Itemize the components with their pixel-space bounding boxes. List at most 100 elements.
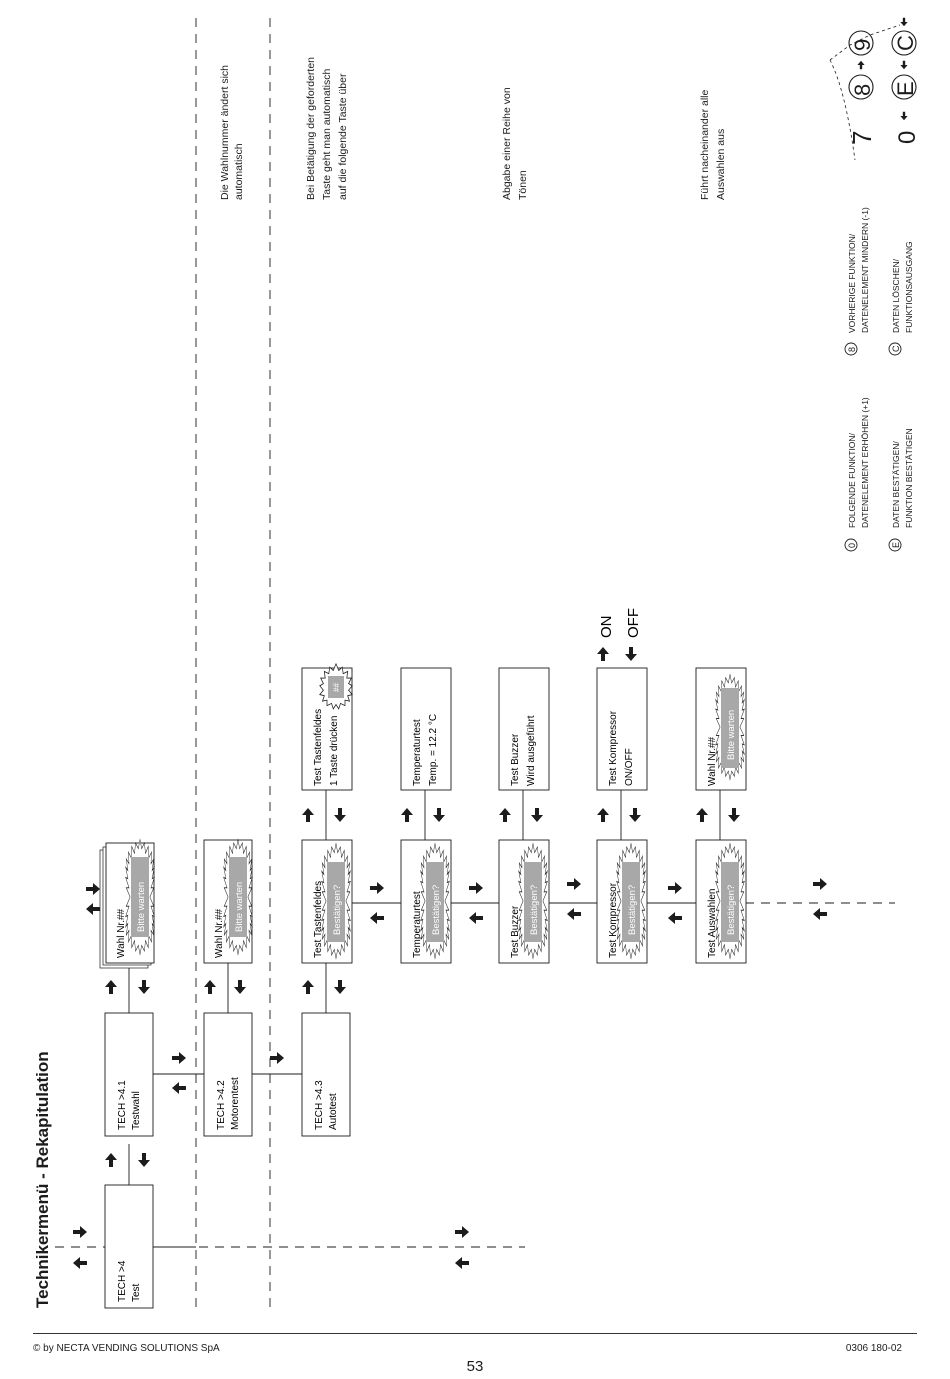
node-buzzer-running-line2: Wird ausgeführt: [526, 715, 537, 786]
node-temp-value-line2: Temp. = 12.2 °C: [428, 714, 439, 786]
arrow-down-icon: [900, 60, 908, 70]
node-test-buzzer-confirm: Bestätigen?: [529, 885, 540, 935]
arrow-down-icon: [531, 808, 543, 822]
arrow-up-icon: [857, 60, 865, 70]
legend-key-C: C: [891, 345, 901, 352]
note-wahlnummer-line2: automatisch: [233, 143, 245, 200]
node-auswahlen-wahl-bitte: Bitte warten: [726, 710, 737, 760]
arrow-left-icon: [469, 912, 483, 924]
legend-key-0: 0: [847, 543, 857, 548]
node-test-tastenfeldes-confirm: Bestätigen?: [332, 885, 343, 935]
node-test-auswahlen-label: Test Auswahlen: [707, 889, 718, 959]
node-wahl-motor-bitte: Bitte warten: [234, 882, 245, 932]
arrow-left-icon: [567, 908, 581, 920]
arrow-left-icon: [86, 903, 100, 915]
arrow-right-icon: [567, 878, 581, 890]
arrow-down-icon: [138, 1153, 150, 1167]
node-tech43-line1: TECH >4.3: [314, 1080, 325, 1130]
legend-folgende-line1: FOLGENDE FUNKTION/: [847, 432, 857, 528]
note-taste-line1: Bei Betätigung der geforderten: [305, 57, 317, 200]
node-tech4: TECH >4 Test: [104, 1184, 154, 1309]
node-test-auswahlen-confirm: Bestätigen?: [726, 885, 737, 935]
arrow-down-icon: [728, 808, 740, 822]
page-number: 53: [466, 1358, 484, 1375]
legend-vorherige-line2: DATENELEMENT MINDERN (-1): [860, 207, 870, 333]
keypad-key-C: C: [893, 35, 918, 51]
node-test-buzzer: Test Buzzer Bestätigen?: [498, 839, 550, 964]
node-test-tastenfeldes: Test Tastenfeldes Bestätigen?: [301, 839, 353, 964]
arrow-down-icon: [900, 17, 908, 27]
note-wahlnummer-line1: Die Wahlnummer ändert sich: [219, 65, 231, 200]
node-tech41-line1: TECH >4.1: [117, 1080, 128, 1130]
node-kompressor-onoff-line2: ON/OFF: [624, 748, 635, 786]
node-temperaturtest-confirm: Bestätigen?: [431, 885, 442, 935]
node-wahl-motor-label: Wahl Nr.##: [214, 908, 225, 958]
arrow-right-icon: [86, 883, 100, 895]
node-buzzer-running: Test Buzzer Wird ausgeführt: [498, 667, 550, 791]
node-tech4-line1: TECH >4: [117, 1260, 128, 1302]
node-tech4-line2: Test: [131, 1283, 142, 1302]
node-tech43-line2: Autotest: [328, 1093, 339, 1130]
node-wahl-stack: Wahl Nr.## Bitte warten: [99, 839, 155, 969]
arrow-up-icon: [105, 1153, 117, 1167]
legend-daten-best-line1: DATEN BESTÄTIGEN/: [891, 441, 901, 528]
keypad-illustration: 7 8 9 0 E C: [829, 17, 921, 161]
node-test-auswahlen: Test Auswahlen Bestätigen?: [695, 839, 747, 964]
node-wahl-bitte: Bitte warten: [136, 882, 147, 932]
node-temperaturtest: Temperaturtest Bestätigen?: [400, 839, 452, 964]
node-test-kompressor-label: Test Kompressor: [608, 882, 619, 958]
arrow-right-icon: [668, 882, 682, 894]
node-tech42-line2: Motorentest: [230, 1077, 241, 1130]
node-tastenfeld-press-line1: Test Tastenfeldes: [313, 709, 324, 786]
arrow-down-icon: [625, 647, 637, 661]
arrow-right-icon: [455, 1226, 469, 1238]
keypad-key-0: 0: [894, 131, 921, 144]
arrow-left-icon: [813, 908, 827, 920]
keypad-key-8: 8: [850, 84, 875, 96]
keypad-key-9: 9: [850, 39, 875, 51]
node-tastenfeld-press: ## Test Tastenfeldes 1 Taste drücken: [301, 663, 353, 791]
legend-daten-loeschen-line1: DATEN LÖSCHEN/: [891, 258, 901, 333]
node-tech41-line2: Testwahl: [131, 1091, 142, 1130]
node-test-kompressor-confirm: Bestätigen?: [627, 885, 638, 935]
arrow-left-icon: [370, 912, 384, 924]
arrow-up-icon: [302, 980, 314, 994]
node-auswahlen-wahl-label: Wahl Nr.##: [707, 736, 718, 786]
arrow-right-icon: [172, 1052, 186, 1064]
arrow-up-icon: [597, 647, 609, 661]
arrow-down-icon: [334, 808, 346, 822]
node-kompressor-onoff: Test Kompressor ON/OFF: [596, 667, 648, 791]
legend-vorherige-line1: VORHERIGE FUNKTION/: [847, 233, 857, 333]
arrow-right-icon: [270, 1052, 284, 1064]
arrow-down-icon: [334, 980, 346, 994]
keypad-key-E: E: [893, 81, 918, 96]
node-kompressor-onoff-line1: Test Kompressor: [608, 710, 619, 786]
footer-copyright: © by NECTA VENDING SOLUTIONS SpA: [33, 1343, 220, 1354]
arrow-left-icon: [455, 1257, 469, 1269]
footer-rule: [33, 1333, 917, 1334]
node-test-kompressor: Test Kompressor Bestätigen?: [596, 839, 648, 964]
node-temperaturtest-label: Temperaturtest: [412, 891, 423, 958]
arrow-down-icon: [629, 808, 641, 822]
footer-doc-code: 0306 180-02: [845, 1343, 902, 1354]
node-tastenfeld-press-line2: 1 Taste drücken: [329, 716, 340, 786]
note-toene-line1: Abgabe einer Reihe von: [501, 87, 513, 200]
note-taste-line2: Taste geht man automatisch: [321, 69, 333, 200]
arrow-up-icon: [401, 808, 413, 822]
note-taste-line3: auf die folgende Taste über: [337, 73, 349, 200]
arrow-down-icon: [900, 111, 908, 121]
node-test-buzzer-label: Test Buzzer: [510, 905, 521, 958]
node-temp-value: Temperaturtest Temp. = 12.2 °C: [400, 667, 452, 791]
node-tastenfeld-hash: ##: [332, 683, 341, 692]
arrow-up-icon: [499, 808, 511, 822]
node-wahl-motor: Wahl Nr.## Bitte warten: [203, 839, 253, 964]
node-test-tastenfeldes-label: Test Tastenfeldes: [313, 881, 324, 958]
node-auswahlen-wahl: Wahl Nr.## Bitte warten: [695, 667, 747, 791]
legend-daten-loeschen-line2: FUNKTIONSAUSGANG: [904, 241, 914, 333]
node-temp-value-line1: Temperaturtest: [412, 719, 423, 786]
legend-folgende-line2: DATENELEMENT ERHÖHEN (+1): [860, 397, 870, 528]
note-toene-line2: Tönen: [517, 170, 529, 200]
arrow-up-icon: [696, 808, 708, 822]
legend-daten-best-line2: FUNKTION BESTÄTIGEN: [904, 428, 914, 528]
